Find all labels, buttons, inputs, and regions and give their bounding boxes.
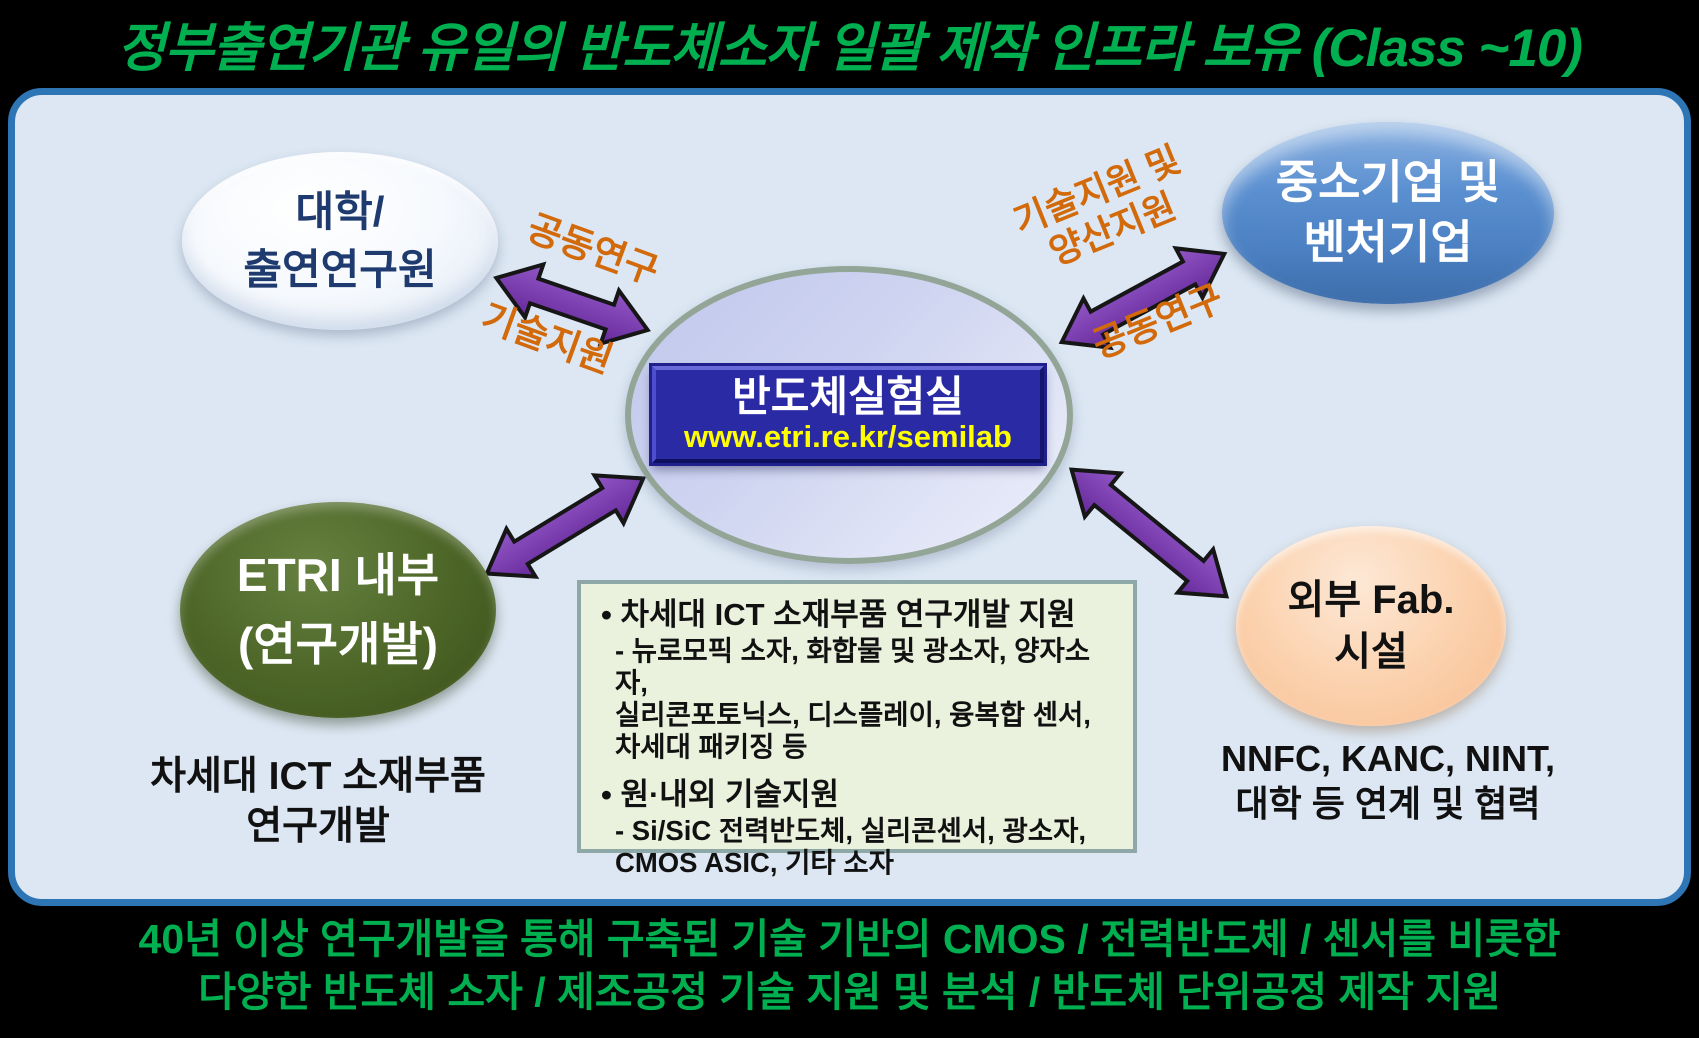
info-item1-sub1: - 뉴로모픽 소자, 화합물 및 광소자, 양자소자, [615,634,1091,698]
node-fab-line1: 외부 Fab. [1287,578,1455,622]
node-sme-venture: 중소기업 및 벤처기업 [1222,122,1554,304]
node-external-fab: 외부 Fab. 시설 [1236,526,1506,726]
fab-caption-line1: NNFC, KANC, NINT, [1221,738,1555,779]
node-sme-line1: 중소기업 및 [1275,156,1501,209]
etri-caption-line2: 연구개발 [246,804,390,848]
info-item2-sub1: - Si/SiC 전력반도체, 실리콘센서, 광소자, [615,815,1087,847]
semiconductor-lab-box: 반도체실험실 www.etri.re.kr/semilab [652,366,1044,463]
etri-caption-line1: 차세대 ICT 소재부품 [150,755,486,798]
info-item1-sub2: 실리콘포토닉스, 디스플레이, 융복합 센서, [615,699,1091,731]
node-fab-line2: 시설 [1334,630,1408,674]
info-item2-sub2: CMOS ASIC, 기타 소자 [615,847,894,879]
node-etri-internal: ETRI 내부 (연구개발) [180,502,496,718]
page-title: 정부출연기관 유일의 반도체소자 일괄 제작 인프라 보유 (Class ~10… [117,19,1583,78]
info-item1-sub3: 차세대 패키징 등 [615,731,808,763]
node-university-line2: 출연연구원 [243,246,437,293]
fab-caption-line2: 대학 등 연계 및 협력 [1235,783,1541,824]
node-etri-line1: ETRI 내부 [236,549,440,601]
footer-line2: 다양한 반도체 소자 / 제조공정 기술 지원 및 분석 / 반도체 단위공정 … [198,969,1501,1015]
support-info-box: • 차세대 ICT 소재부품 연구개발 지원 - 뉴로모픽 소자, 화합물 및 … [577,580,1137,878]
node-university: 대학/ 출연연구원 [182,152,498,330]
etri-caption: 차세대 ICT 소재부품 연구개발 [118,752,518,852]
footer-summary: 40년 이상 연구개발을 통해 구축된 기술 기반의 CMOS / 전력반도체 … [0,913,1699,1019]
node-etri-line2: (연구개발) [238,618,438,670]
lab-name: 반도체실험실 [732,373,964,421]
footer-line1: 40년 이상 연구개발을 통해 구축된 기술 기반의 CMOS / 전력반도체 … [138,916,1561,962]
info-item1-bullet: • 차세대 ICT 소재부품 연구개발 지원 [601,597,1076,632]
info-spacer [601,763,1119,776]
node-sme-line2: 벤처기업 [1303,216,1473,268]
info-item2-bullet: • 원·내외 기술지원 [601,777,840,813]
node-university-line1: 대학/ [295,188,385,236]
fab-caption: NNFC, KANC, NINT, 대학 등 연계 및 협력 [1190,736,1586,826]
lab-url: www.etri.re.kr/semilab [684,418,1012,454]
